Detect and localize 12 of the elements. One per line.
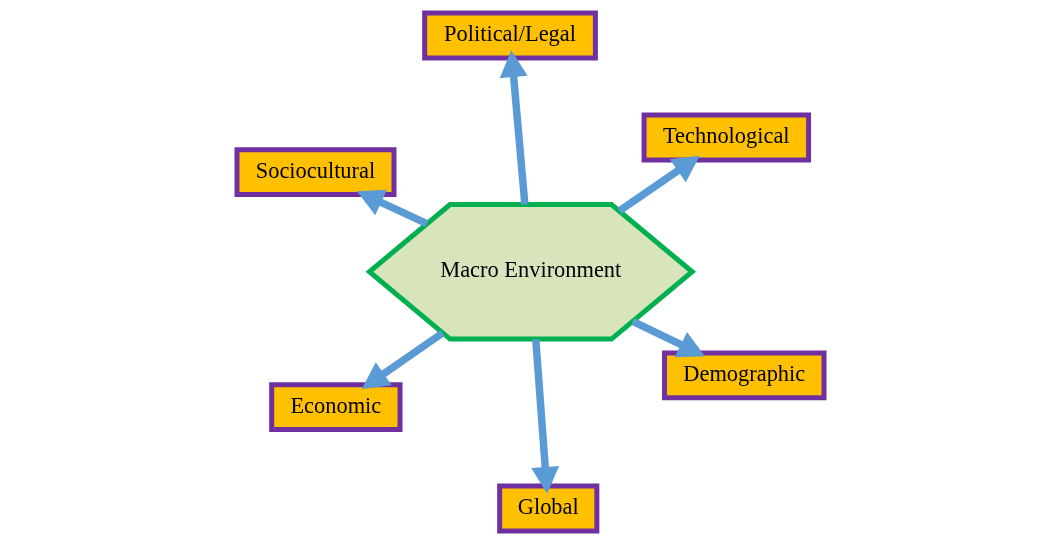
node-box: Technological xyxy=(641,112,812,163)
node-box: Global xyxy=(497,483,600,534)
node-box: Political/Legal xyxy=(422,10,598,61)
arrow xyxy=(617,155,700,214)
arrow xyxy=(631,317,705,358)
arrow xyxy=(499,50,529,205)
arrow xyxy=(361,330,445,390)
node-box: Sociocultural xyxy=(234,147,397,197)
arrow xyxy=(531,339,560,494)
arrow xyxy=(356,189,429,228)
node-box: Demographic xyxy=(662,350,827,401)
node-box: Economic xyxy=(269,382,403,432)
